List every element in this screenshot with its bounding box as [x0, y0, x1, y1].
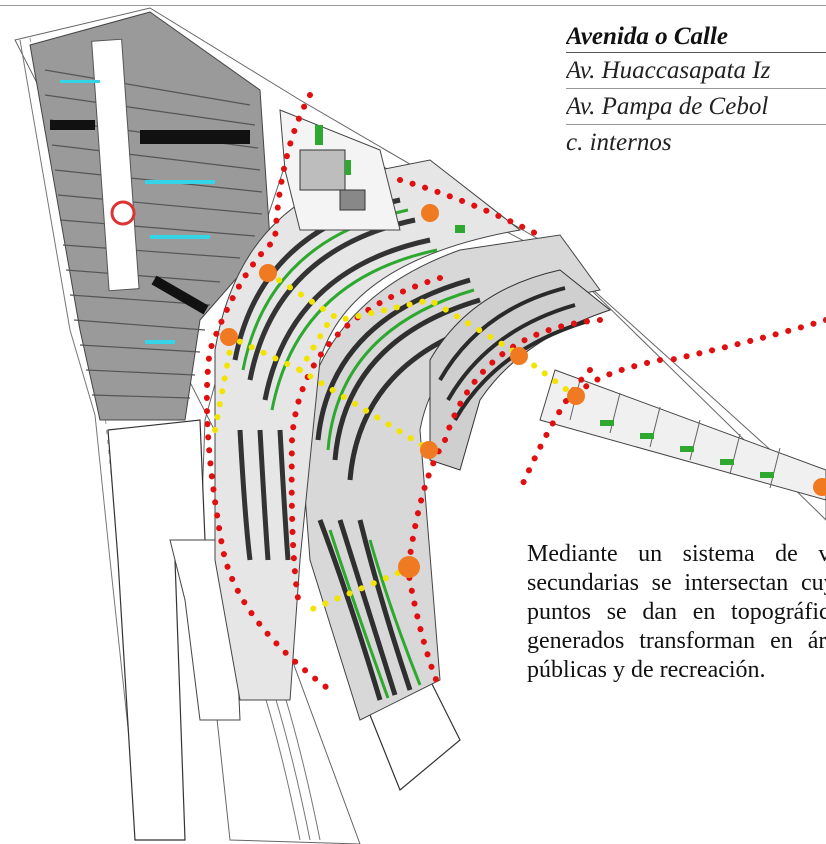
legend-row-internos: c. internos — [566, 129, 672, 156]
node-7 — [398, 556, 420, 578]
top-border — [0, 5, 826, 6]
node-8 — [813, 478, 826, 496]
arc-block-east — [429, 269, 826, 501]
node-4 — [510, 347, 528, 365]
central-road-strip — [91, 38, 140, 292]
street-legend-table: Avenida o Calle Av. Huaccasapata Iz Av. … — [566, 22, 826, 160]
south-parcel — [107, 419, 206, 841]
north-cluster — [279, 109, 465, 233]
arc-block-inner — [299, 234, 601, 721]
grey-block-northwest — [29, 11, 271, 421]
grey-block-rows — [44, 69, 263, 399]
roundabout — [110, 200, 136, 226]
node-3 — [421, 204, 439, 222]
avenue-dotted-lines — [203, 92, 826, 693]
node-5 — [567, 387, 585, 405]
legend-header: Avenida o Calle — [566, 22, 826, 53]
grey-block-water-marks — [60, 80, 215, 344]
description-box: Mediante un sistema de vías secundarias … — [527, 540, 826, 790]
node-6 — [420, 441, 438, 459]
grey-block-blackbars — [50, 120, 250, 315]
intersection-nodes — [220, 204, 826, 578]
node-1 — [259, 264, 277, 282]
arc-block-middle — [214, 159, 522, 701]
west-boundary — [19, 39, 141, 841]
legend-row-pampa: Av. Pampa de Cebol — [566, 89, 826, 125]
description-text: Mediante un sistema de vías secundarias … — [527, 541, 826, 683]
legend-row-huaccasapata: Av. Huaccasapata Iz — [566, 53, 826, 89]
node-2 — [220, 328, 238, 346]
internal-dotted-lines — [212, 270, 578, 613]
